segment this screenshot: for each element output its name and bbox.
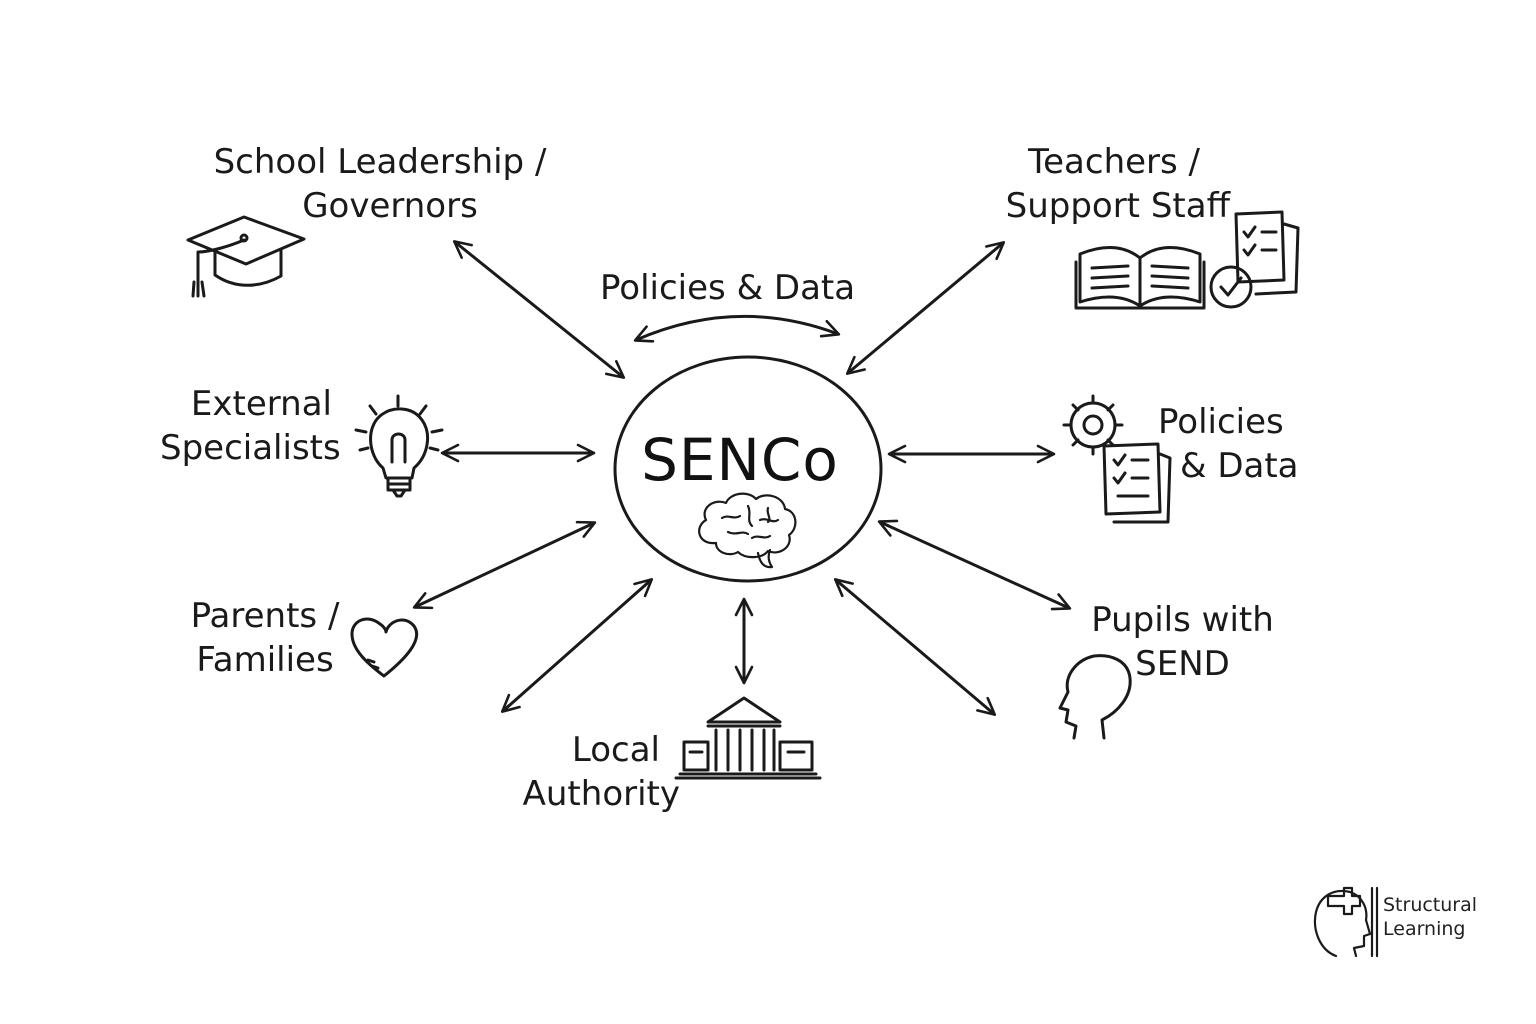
arrow-leadership: [452, 240, 626, 379]
brand-line1: Structural: [1383, 894, 1478, 916]
node-teachers-line1: Teachers /: [1028, 142, 1200, 182]
node-policies-top-label: Policies & Data: [600, 266, 855, 310]
brand-wordmark: Structural Learning: [1383, 893, 1477, 941]
arrow-lower-right: [833, 578, 997, 716]
brand-line2: Learning: [1383, 918, 1466, 940]
senco-circle: [613, 355, 883, 583]
graduation-cap-icon: [186, 215, 306, 298]
node-local-authority-label: Local Authority: [520, 728, 680, 816]
building-icon: [674, 696, 822, 780]
arrow-teachers: [845, 241, 1006, 375]
head-icon: [1058, 654, 1132, 740]
node-local-authority-line1: Local: [571, 730, 660, 770]
node-external-label: External Specialists: [160, 382, 341, 470]
brain-icon: [698, 492, 797, 569]
open-book-icon: [1074, 246, 1206, 310]
node-parents-label: Parents / Families: [185, 594, 345, 682]
arrow-policies-top-curve: [633, 314, 841, 343]
node-policies-right-line2: & Data: [1180, 446, 1299, 486]
node-policies-right-label: Policies & Data: [1158, 400, 1318, 488]
arrow-lower-left: [500, 578, 654, 713]
structural-learning-logo-icon: [1313, 886, 1379, 958]
node-parents-line2: Families: [196, 640, 334, 680]
node-pupils-line1: Pupils with: [1091, 600, 1274, 640]
node-teachers-label: Teachers / Support Staff: [960, 140, 1230, 228]
arrow-pupils: [877, 519, 1072, 611]
gear-documents-icon: [1062, 394, 1172, 524]
node-leadership-line1: School Leadership /: [213, 142, 547, 182]
lightbulb-icon: [354, 394, 444, 498]
heart-icon: [350, 617, 419, 678]
checklist-icon: [1209, 210, 1300, 309]
node-external-line1: External: [190, 384, 332, 424]
senco-title: SENCo: [641, 426, 839, 494]
node-leadership-line2: Governors: [302, 186, 478, 226]
node-teachers-line2: Support Staff: [1005, 186, 1230, 226]
node-local-authority-line2: Authority: [522, 774, 680, 814]
node-pupils-line2: SEND: [1135, 644, 1230, 684]
node-external-line2: Specialists: [160, 428, 341, 468]
node-pupils-label: Pupils with SEND: [1085, 598, 1280, 686]
node-policies-top-text: Policies & Data: [600, 268, 856, 308]
node-parents-line1: Parents /: [190, 596, 340, 636]
node-policies-right-line1: Policies: [1158, 402, 1284, 442]
node-leadership-label: School Leadership / Governors: [200, 140, 560, 228]
arrow-parents: [412, 520, 597, 610]
